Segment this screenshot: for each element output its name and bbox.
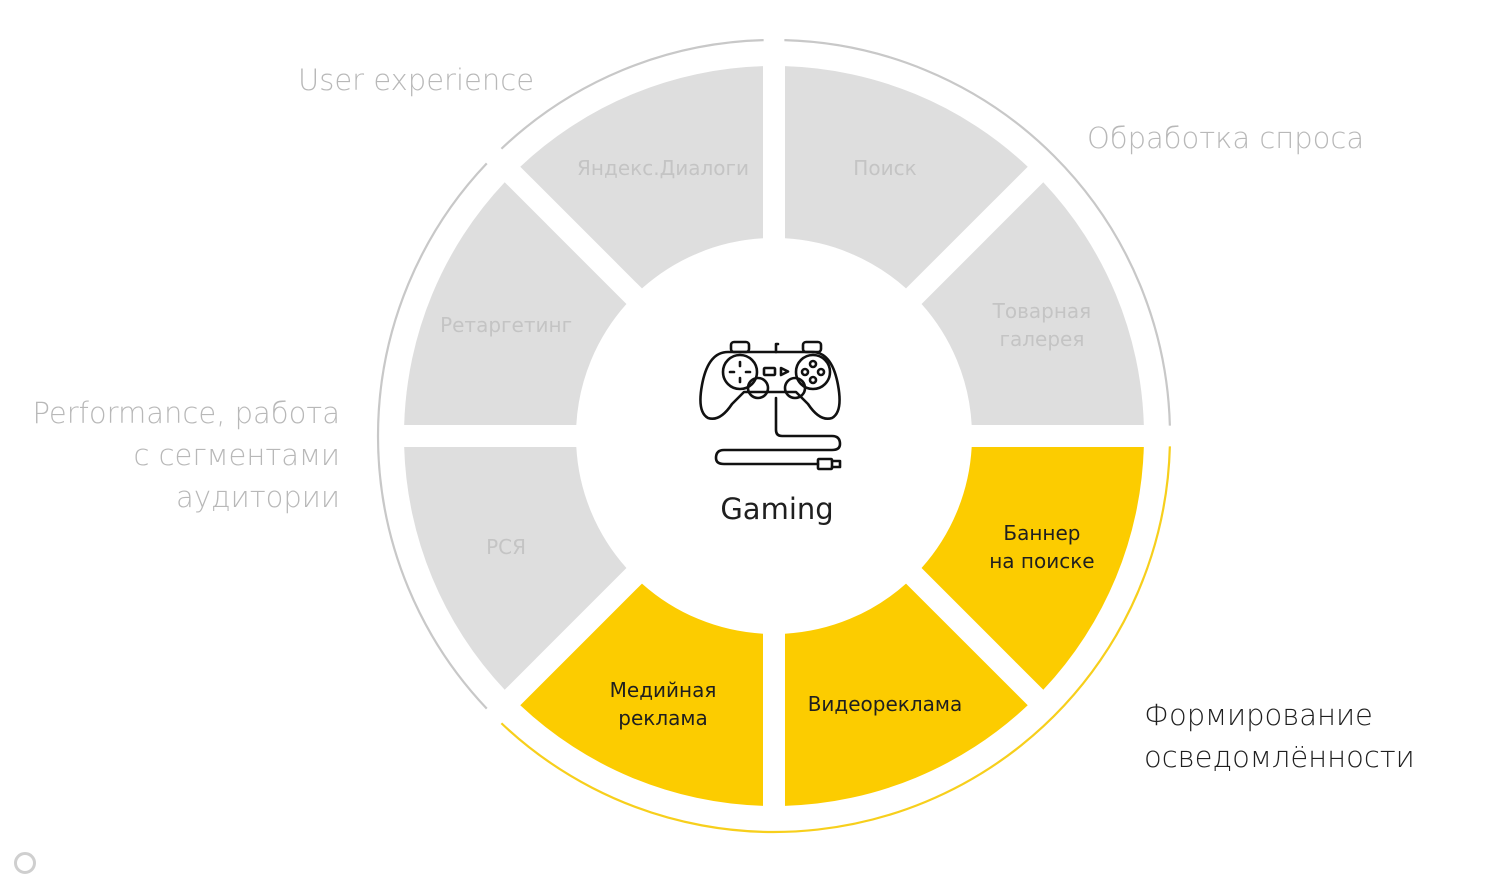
segment-product-gallery <box>921 182 1144 426</box>
segment-label-video-ads: Видеореклама <box>808 692 963 716</box>
corner-mark <box>14 852 36 874</box>
segment-search <box>784 66 1028 289</box>
ring-arc-awareness <box>500 446 1171 834</box>
outer-ring <box>376 39 1171 834</box>
gamepad-icon <box>699 340 842 471</box>
segment-label-search: Поиск <box>853 156 916 180</box>
segment-ring <box>404 66 1144 806</box>
segment-label-dialogs: Яндекс.Диалоги <box>577 156 749 180</box>
segment-label-retargeting: Ретаргетинг <box>440 313 572 337</box>
segment-rsya <box>404 446 627 690</box>
segment-search-banner <box>921 446 1144 690</box>
group-label-demand: Обработка спроса <box>1087 121 1365 155</box>
segment-retargeting <box>404 182 627 426</box>
ring-arc-user-experience <box>500 39 764 150</box>
segment-label-rsya: РСЯ <box>486 535 526 559</box>
group-label-awareness: Формирование осведомлённости <box>1144 698 1415 774</box>
ring-arc-performance <box>376 162 488 710</box>
group-label-user-experience: User experience <box>298 63 535 97</box>
ring-arc-demand <box>784 39 1171 426</box>
segment-video-ads <box>784 583 1028 806</box>
center-label: Gaming <box>720 492 834 526</box>
segment-media-ads <box>520 583 764 806</box>
group-label-performance: Performance, работа с сегментами аудитор… <box>32 396 340 514</box>
segment-dialogs <box>520 66 764 289</box>
